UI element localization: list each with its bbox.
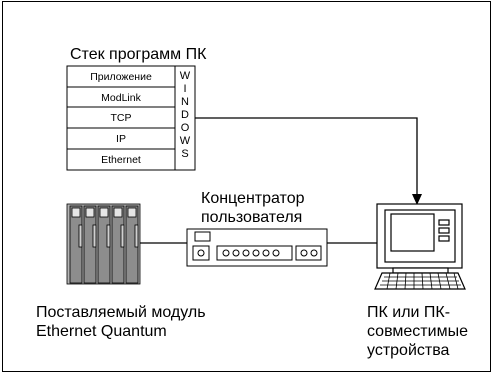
os-letter: O — [181, 122, 190, 134]
hub-icon — [186, 228, 328, 267]
os-letter: D — [181, 109, 189, 121]
stack-layer-tcp: TCP — [111, 112, 132, 124]
stack-layer-ip: IP — [116, 133, 126, 145]
hub-label-line1: Концентратор — [201, 190, 305, 207]
quantum-module-icon — [66, 203, 141, 285]
os-letter: W — [180, 135, 191, 147]
stack-title: Стек программ ПК — [70, 46, 207, 63]
pc-label: ПК или ПК- совместимые устройства — [367, 303, 468, 360]
pc-icon — [374, 203, 466, 290]
module-label-line1: Поставляемый модуль — [36, 304, 206, 321]
module-label: Поставляемый модуль Ethernet Quantum — [36, 303, 206, 341]
os-letter: W — [180, 70, 191, 82]
hub-label: Концентратор пользователя — [201, 189, 305, 227]
os-letter: I — [183, 83, 186, 95]
pc-label-line1: ПК или ПК- — [367, 304, 451, 321]
stack-to-pc-arrow — [195, 117, 422, 205]
stack-layer-application: Приложение — [90, 71, 152, 83]
pc-label-line3: устройства — [367, 342, 450, 359]
module-label-line2: Ethernet Quantum — [36, 323, 167, 340]
os-letter: S — [181, 148, 188, 160]
os-letter: N — [181, 96, 189, 108]
pc-label-line2: совместимые — [367, 323, 468, 340]
stack-layer-ethernet: Ethernet — [101, 154, 141, 166]
diagram-frame — [2, 1, 491, 372]
stack-layer-modlink: ModLink — [101, 92, 141, 104]
hub-label-line2: пользователя — [201, 209, 303, 226]
